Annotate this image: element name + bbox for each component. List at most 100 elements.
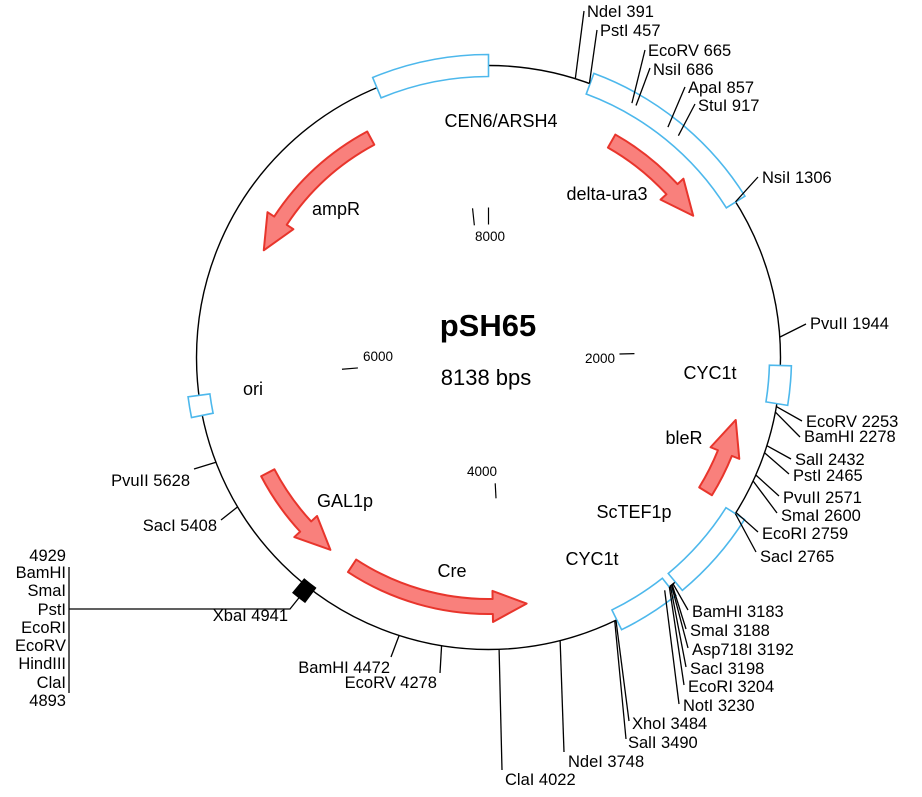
site-label: EcoRV 4278 xyxy=(345,674,437,692)
mcs-enzyme-label: ClaI xyxy=(37,674,66,692)
site-label: SalI 3490 xyxy=(628,734,698,752)
site-callout-line xyxy=(664,590,680,705)
site-callout-line xyxy=(193,461,217,470)
site-callout-line xyxy=(669,585,687,668)
segment-delta-ura3 xyxy=(585,72,747,209)
site-label: SmaI 2600 xyxy=(781,507,861,525)
site-callout-line xyxy=(439,645,443,674)
site-callout-line xyxy=(774,411,801,438)
scale-tick-label-6000: 6000 xyxy=(363,349,393,364)
site-label: BamHI 3183 xyxy=(692,603,784,621)
segment-ori xyxy=(187,393,215,419)
site-callout-line xyxy=(220,506,239,521)
site-label: PvuII 2571 xyxy=(783,489,862,507)
site-label: NdeI 391 xyxy=(587,3,654,21)
site-callout-line xyxy=(588,29,598,84)
site-callout-line xyxy=(752,480,778,514)
mcs-bottom-bp: 4893 xyxy=(29,692,66,710)
site-label: Asp718I 3192 xyxy=(692,641,794,659)
site-callout-line xyxy=(779,323,807,338)
site-callout-line xyxy=(734,513,757,553)
feature-label: CYC1t xyxy=(683,363,736,383)
mcs-enzyme-label: BamHI xyxy=(16,564,66,582)
site-label: EcoRV 2253 xyxy=(806,413,898,431)
site-callout-line xyxy=(735,511,759,533)
arrow-cre xyxy=(346,558,528,623)
site-callout-line xyxy=(671,584,687,630)
segment-sctef1p xyxy=(667,506,746,592)
site-callout-line xyxy=(677,103,696,136)
site-label: EcoRI 3204 xyxy=(688,678,774,696)
site-callout-line xyxy=(574,10,585,79)
feature-label: bleR xyxy=(665,428,702,448)
site-label: NsiI 686 xyxy=(653,61,714,79)
site-label: NdeI 3748 xyxy=(568,753,644,771)
segment-cen6-arsh4 xyxy=(371,53,490,99)
site-callout-line xyxy=(559,640,565,753)
site-callout-line xyxy=(631,49,646,104)
site-label: PstI 457 xyxy=(600,22,661,40)
site-label: SacI 2765 xyxy=(760,548,834,566)
plasmid-name: pSH65 xyxy=(440,308,536,343)
site-label: XbaI 4941 xyxy=(213,607,288,625)
mcs-top-bp: 4929 xyxy=(29,547,66,565)
scale-tick-label-4000: 4000 xyxy=(467,464,497,479)
mcs-callout-line xyxy=(69,588,307,610)
scale-tick-label-2000: 2000 xyxy=(585,351,615,366)
feature-label: Cre xyxy=(437,561,466,581)
site-label: SalI 2432 xyxy=(795,451,865,469)
site-label: BamHI 2278 xyxy=(804,428,896,446)
site-callout-line xyxy=(672,583,689,611)
site-callout-line xyxy=(615,620,630,722)
site-label: SacI 5408 xyxy=(143,517,217,535)
feature-label: delta-ura3 xyxy=(566,184,647,204)
site-label: EcoRI 2759 xyxy=(762,525,848,543)
mcs-enzyme-label: EcoRV xyxy=(15,637,66,655)
site-callout-line xyxy=(735,176,759,203)
arrow-gal1p xyxy=(260,468,332,551)
site-label: SacI 3198 xyxy=(690,660,764,678)
mcs-enzyme-label: PstI xyxy=(38,601,66,619)
feature-label: ampR xyxy=(312,199,360,219)
site-callout-line xyxy=(667,86,686,128)
site-label: ApaI 857 xyxy=(688,79,754,97)
segment-cyc1t-bottom xyxy=(610,577,678,631)
mcs-enzyme-label: EcoRI xyxy=(21,619,66,637)
site-label: NsiI 1306 xyxy=(762,169,832,187)
site-label: XhoI 3484 xyxy=(632,715,707,733)
feature-label: CYC1t xyxy=(565,549,618,569)
site-callout-line xyxy=(776,405,803,422)
site-label: BamHI 4472 xyxy=(298,659,390,677)
site-callout-line xyxy=(755,474,780,497)
site-label: PvuII 1944 xyxy=(810,315,889,333)
arrow-bler xyxy=(698,418,741,497)
site-label: StuI 917 xyxy=(698,97,759,115)
site-label: PstI 2465 xyxy=(793,467,863,485)
site-label: SmaI 3188 xyxy=(690,622,770,640)
site-callout-line xyxy=(498,649,503,771)
site-callout-line xyxy=(390,635,400,658)
scale-tick-4000 xyxy=(494,483,497,499)
site-callout-line xyxy=(614,620,627,740)
feature-label: GAL1p xyxy=(317,491,373,511)
site-label: ClaI 4022 xyxy=(505,771,576,789)
plasmid-size: 8138 bps xyxy=(441,365,532,390)
arrow-delta-ura3 xyxy=(606,133,695,217)
site-callout-line xyxy=(766,445,792,460)
site-label: PvuII 5628 xyxy=(111,472,190,490)
site-label: EcoRV 665 xyxy=(648,42,731,60)
site-callout-line xyxy=(635,67,651,106)
mcs-enzyme-label: HindIII xyxy=(18,655,66,673)
feature-label: ori xyxy=(243,379,263,399)
mcs-enzyme-label: SmaI xyxy=(27,582,66,600)
site-callout-line xyxy=(764,452,790,475)
site-label: NotI 3230 xyxy=(683,697,755,715)
feature-label: ScTEF1p xyxy=(596,502,671,522)
scale-tick-6000 xyxy=(341,367,358,370)
scale-tick-8000 xyxy=(471,208,475,226)
site-callout-line xyxy=(670,584,689,649)
feature-label: CEN6/ARSH4 xyxy=(444,111,557,131)
arrow-ampr xyxy=(262,130,376,252)
